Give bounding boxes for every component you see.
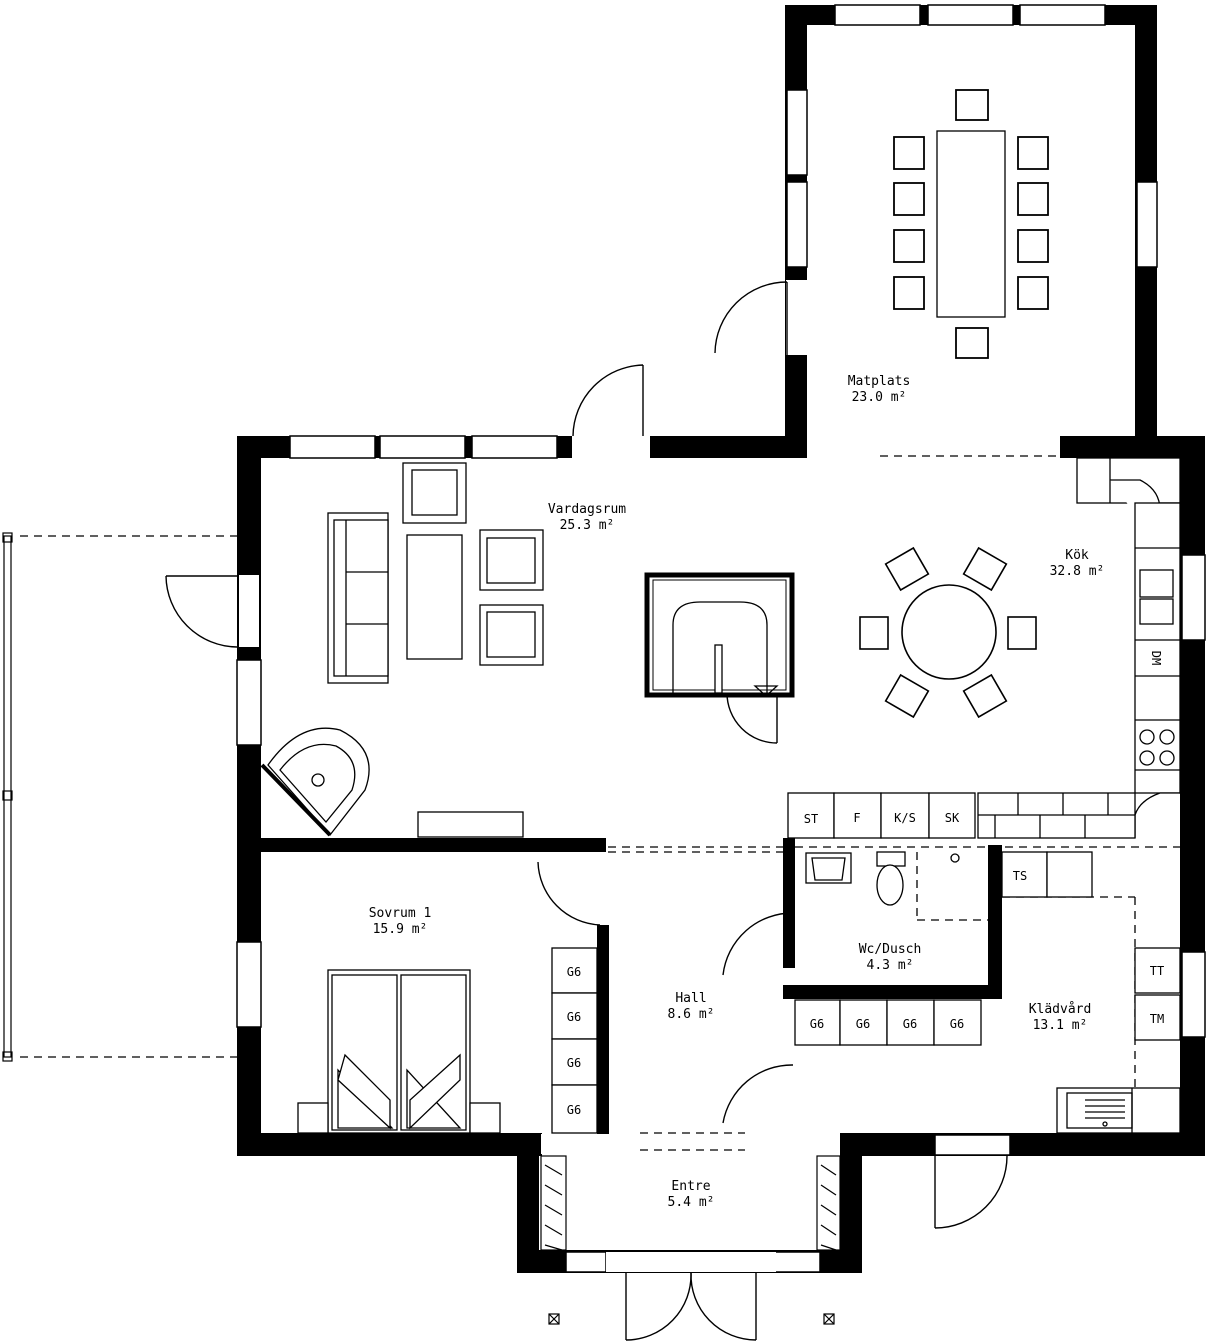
sofa: [327, 512, 389, 684]
wc-fixtures: [805, 851, 960, 906]
label-tm: TM: [1150, 1012, 1164, 1026]
label-dm: DM: [1149, 651, 1163, 665]
svg-text:Entre: Entre: [671, 1179, 710, 1194]
room-label-kladvard: Klädvård 13.1 m²: [1029, 1002, 1092, 1033]
wardrobe-labels: G6 G6 G6 G6 G6 G6 G6 G6: [567, 965, 964, 1117]
appliance-labels: ST F K/S SK DM TS TT TM: [804, 651, 1164, 1026]
room-label-wc: Wc/Dusch 4.3 m²: [859, 942, 922, 973]
svg-text:G6: G6: [567, 1010, 581, 1024]
label-ts: TS: [1013, 869, 1027, 883]
room-label-hall: Hall 8.6 m²: [668, 991, 715, 1022]
svg-text:4.3 m²: 4.3 m²: [867, 958, 914, 973]
dining-table-long: [936, 130, 1006, 318]
svg-text:Kök: Kök: [1065, 548, 1089, 563]
svg-text:25.3 m²: 25.3 m²: [560, 518, 615, 533]
double-bed: [297, 969, 501, 1134]
svg-text:G6: G6: [856, 1017, 870, 1031]
room-label-kok: Kök 32.8 m²: [1050, 548, 1105, 579]
room-label-entre: Entre 5.4 m²: [668, 1179, 715, 1210]
svg-text:Hall: Hall: [675, 991, 706, 1006]
svg-text:Sovrum 1: Sovrum 1: [369, 906, 432, 921]
svg-text:8.6 m²: 8.6 m²: [668, 1007, 715, 1022]
svg-text:32.8 m²: 32.8 m²: [1050, 564, 1105, 579]
room-label-vardagsrum: Vardagsrum 25.3 m²: [548, 502, 626, 533]
wardrobes-bedroom: [551, 947, 598, 1134]
svg-text:G6: G6: [950, 1017, 964, 1031]
doors[interactable]: [165, 281, 1008, 1341]
laundry-fixtures: [1001, 851, 1181, 1134]
svg-text:5.4 m²: 5.4 m²: [668, 1195, 715, 1210]
label-f: F: [853, 811, 860, 825]
svg-text:G6: G6: [567, 965, 581, 979]
entre-side-units: [540, 1155, 841, 1251]
svg-text:G6: G6: [567, 1056, 581, 1070]
kitchen-counters: [977, 457, 1181, 839]
svg-text:Matplats: Matplats: [848, 374, 911, 389]
svg-text:23.0 m²: 23.0 m²: [852, 390, 907, 405]
label-ks: K/S: [894, 811, 916, 825]
room-label-sovrum: Sovrum 1 15.9 m²: [369, 906, 432, 937]
label-sk: SK: [945, 811, 960, 825]
door-openings: [239, 280, 839, 1272]
svg-text:15.9 m²: 15.9 m²: [373, 922, 428, 937]
dining-chairs: [893, 89, 1049, 359]
svg-text:G6: G6: [903, 1017, 917, 1031]
svg-text:G6: G6: [567, 1103, 581, 1117]
terrace-rail: [2, 532, 835, 1325]
label-tt: TT: [1150, 964, 1164, 978]
tv-bench: [417, 811, 524, 838]
svg-text:Vardagsrum: Vardagsrum: [548, 502, 626, 517]
dashed-lines: [20, 455, 1180, 1151]
coffee-table: [406, 534, 463, 660]
svg-text:Wc/Dusch: Wc/Dusch: [859, 942, 922, 957]
svg-text:13.1 m²: 13.1 m²: [1033, 1018, 1088, 1033]
kitchen-appliance-boxes: [787, 792, 976, 839]
fireplace: [644, 572, 795, 698]
label-st: ST: [804, 812, 818, 826]
wardrobes-hall: [794, 999, 982, 1046]
round-table: [859, 546, 1037, 719]
svg-text:Klädvård: Klädvård: [1029, 1002, 1092, 1017]
corner-spa: [260, 727, 370, 837]
svg-text:G6: G6: [810, 1017, 824, 1031]
armchairs: [402, 462, 544, 666]
windows: [236, 4, 1206, 1273]
room-label-matplats: Matplats 23.0 m²: [848, 374, 911, 405]
